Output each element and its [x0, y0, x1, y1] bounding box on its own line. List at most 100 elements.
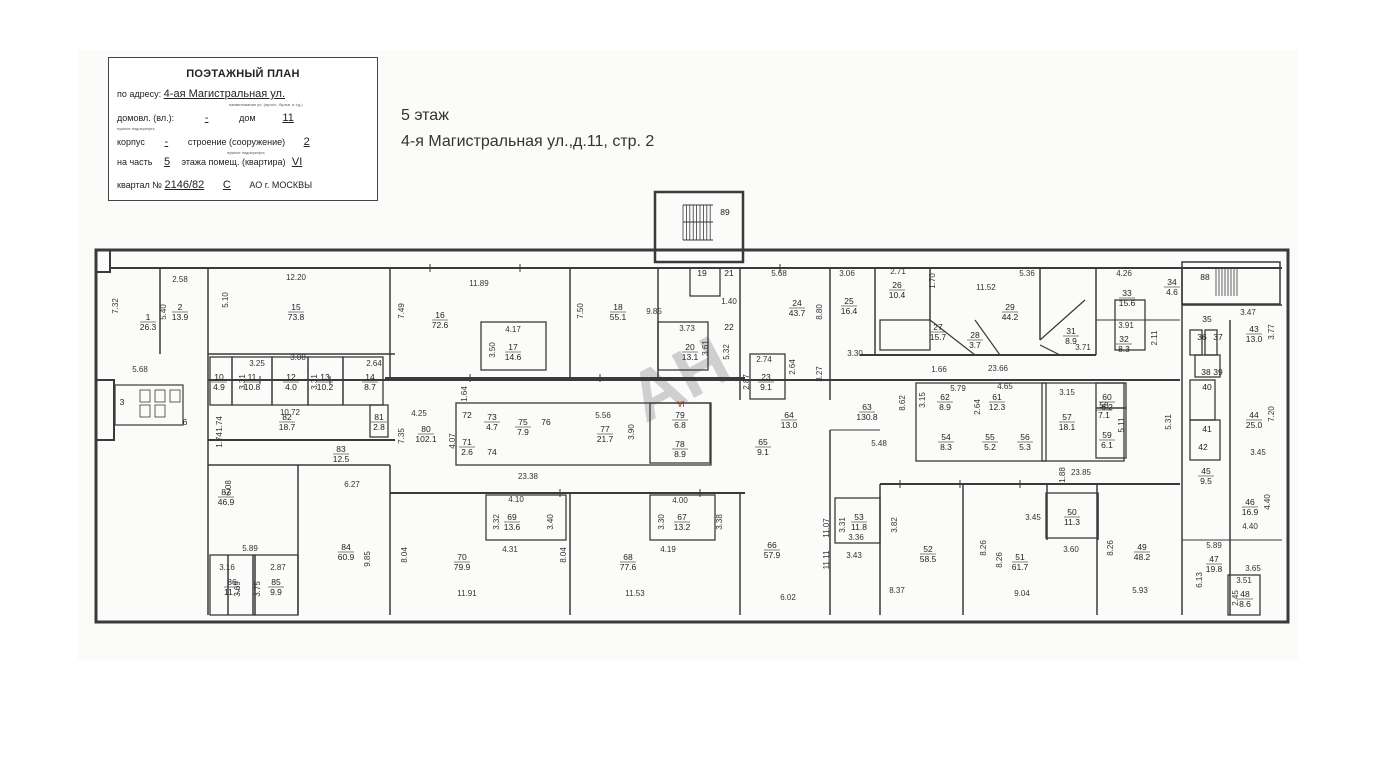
room-25-number: 25: [844, 296, 854, 306]
room-29-number: 29: [1005, 302, 1015, 312]
dom-label: дом: [239, 113, 256, 123]
room-18-number: 18: [613, 302, 623, 312]
room-42-number: 42: [1198, 442, 1208, 452]
room-64-number: 64: [784, 410, 794, 420]
room-12-area: 4.0: [285, 382, 297, 392]
room-outline: [649, 494, 716, 541]
dimension-label: 3.75: [253, 581, 262, 597]
room-19-number: 19: [697, 268, 707, 278]
stroenie-label: строение (сооружение): [187, 137, 286, 147]
room-70-area: 79.9: [454, 562, 471, 572]
room-89-number: 89: [720, 207, 730, 217]
room-outline: [749, 353, 786, 400]
room-outline: [114, 384, 184, 426]
room-outline: [485, 494, 567, 541]
dimension-label: 11.89: [469, 279, 489, 288]
domovl-hint: нужное подчеркнуть: [117, 126, 155, 131]
stamp-title: ПОЭТАЖНЫЙ ПЛАН: [186, 68, 300, 80]
dimension-label: 6.27: [344, 480, 360, 489]
dimension-label: 3.31: [838, 517, 847, 533]
room-20-area: 13.1: [682, 352, 699, 362]
dimension-label: 3.25: [249, 359, 265, 368]
room-69-number: 69: [507, 512, 517, 522]
room-70-number: 70: [457, 552, 467, 562]
dimension-label: 9.04: [1014, 589, 1030, 598]
room-58-number: 58: [1099, 400, 1109, 410]
dimension-label: 7.49: [397, 303, 406, 319]
dimension-label: 3.40: [546, 514, 555, 530]
room-67-number: 67: [677, 512, 687, 522]
room-22-number: 22: [724, 322, 734, 332]
room-16-area: 72.6: [432, 320, 449, 330]
room-13-number: 13: [320, 372, 330, 382]
room-84-area: 60.9: [338, 552, 355, 562]
room-11-number: 11: [248, 372, 257, 382]
title-stamp: ПОЭТАЖНЫЙ ПЛАН по адресу: 4-ая Магистрал…: [108, 57, 378, 201]
room-50-area: 11.3: [1064, 517, 1080, 527]
room-17-number: 17: [508, 342, 518, 352]
dimension-label: 2.87: [270, 563, 286, 572]
room-86-number: 86: [227, 577, 237, 587]
room-36-number: 36: [1197, 332, 1207, 342]
room-2-number: 2: [178, 302, 183, 312]
block-value: 2146/82: [164, 179, 205, 191]
room-32-number: 32: [1119, 334, 1129, 344]
room-55-number: 55: [985, 432, 995, 442]
dimension-label: 8.26: [1106, 540, 1115, 556]
dimension-label: 2.71: [890, 267, 906, 276]
dimension-label: 4.40: [1263, 494, 1272, 510]
room-83-area: 12.5: [333, 454, 350, 464]
room-outline: [689, 267, 721, 297]
stamp-part-row: на часть 5 этажа помещ. (квартира) VI: [117, 156, 306, 168]
dimension-label: 3.43: [846, 551, 862, 560]
domovl-label: домовл. (вл.):: [117, 113, 175, 123]
dimension-label: 23.38: [518, 472, 539, 481]
dimension-label: 5.93: [1132, 586, 1148, 595]
room-outline: [169, 389, 181, 403]
dimension-label: 5.40: [159, 304, 168, 320]
dimension-label: 4.19: [660, 545, 676, 554]
room-76-number: 76: [541, 417, 551, 427]
room-48-number: 48: [1240, 589, 1250, 599]
room-71-number: 71: [462, 437, 472, 447]
wall-line: [1039, 299, 1086, 341]
room-21-number: 21: [724, 268, 734, 278]
dimension-label: 3.30: [847, 349, 863, 358]
room-80-number: 80: [421, 424, 431, 434]
room-66-area: 57.9: [764, 550, 781, 560]
dimension-label: 8.62: [898, 395, 907, 411]
dimension-label: 5.56: [595, 411, 611, 420]
room-33-number: 33: [1122, 288, 1132, 298]
room-51-area: 61.7: [1012, 562, 1029, 572]
dimension-label: 4.00: [672, 496, 688, 505]
dimension-label: 12.20: [286, 273, 307, 282]
room-outline: [1041, 382, 1125, 462]
stamp-address-row: по адресу: 4-ая Магистральная ул.: [117, 88, 314, 100]
dimension-label: 1.66: [931, 365, 947, 374]
room-43-area: 13.0: [1246, 334, 1263, 344]
dimension-label: 3.73: [679, 324, 695, 333]
dimension-label: 2.45: [1231, 590, 1240, 606]
room-85-number: 85: [271, 577, 281, 587]
room-33-area: 15.6: [1119, 298, 1136, 308]
dimension-label: 7.50: [576, 303, 585, 319]
dimension-label: 5.68: [771, 269, 787, 278]
room-60-number: 60: [1102, 392, 1112, 402]
room-82-number: 82: [282, 412, 292, 422]
room-32-area: 8.3: [1118, 344, 1130, 354]
room-38-number: 38: [1201, 367, 1211, 377]
room-54-area: 8.3: [940, 442, 952, 452]
room-67-area: 13.2: [674, 522, 691, 532]
dimension-label: 8.04: [559, 547, 568, 563]
room-outline: [480, 321, 547, 371]
dimension-label: 5.48: [871, 439, 887, 448]
stroenie-hint: нужное подчеркнуть: [227, 150, 265, 155]
room-58-area: 7.1: [1098, 410, 1110, 420]
room-10-area: 4.9: [213, 382, 225, 392]
room-14-area: 8.7: [364, 382, 376, 392]
room-15-area: 73.8: [288, 312, 305, 322]
dimension-label: 8.26: [979, 540, 988, 556]
dimension-label: 4.10: [508, 495, 524, 504]
room-49-number: 49: [1137, 542, 1147, 552]
room-outline: [342, 356, 384, 406]
